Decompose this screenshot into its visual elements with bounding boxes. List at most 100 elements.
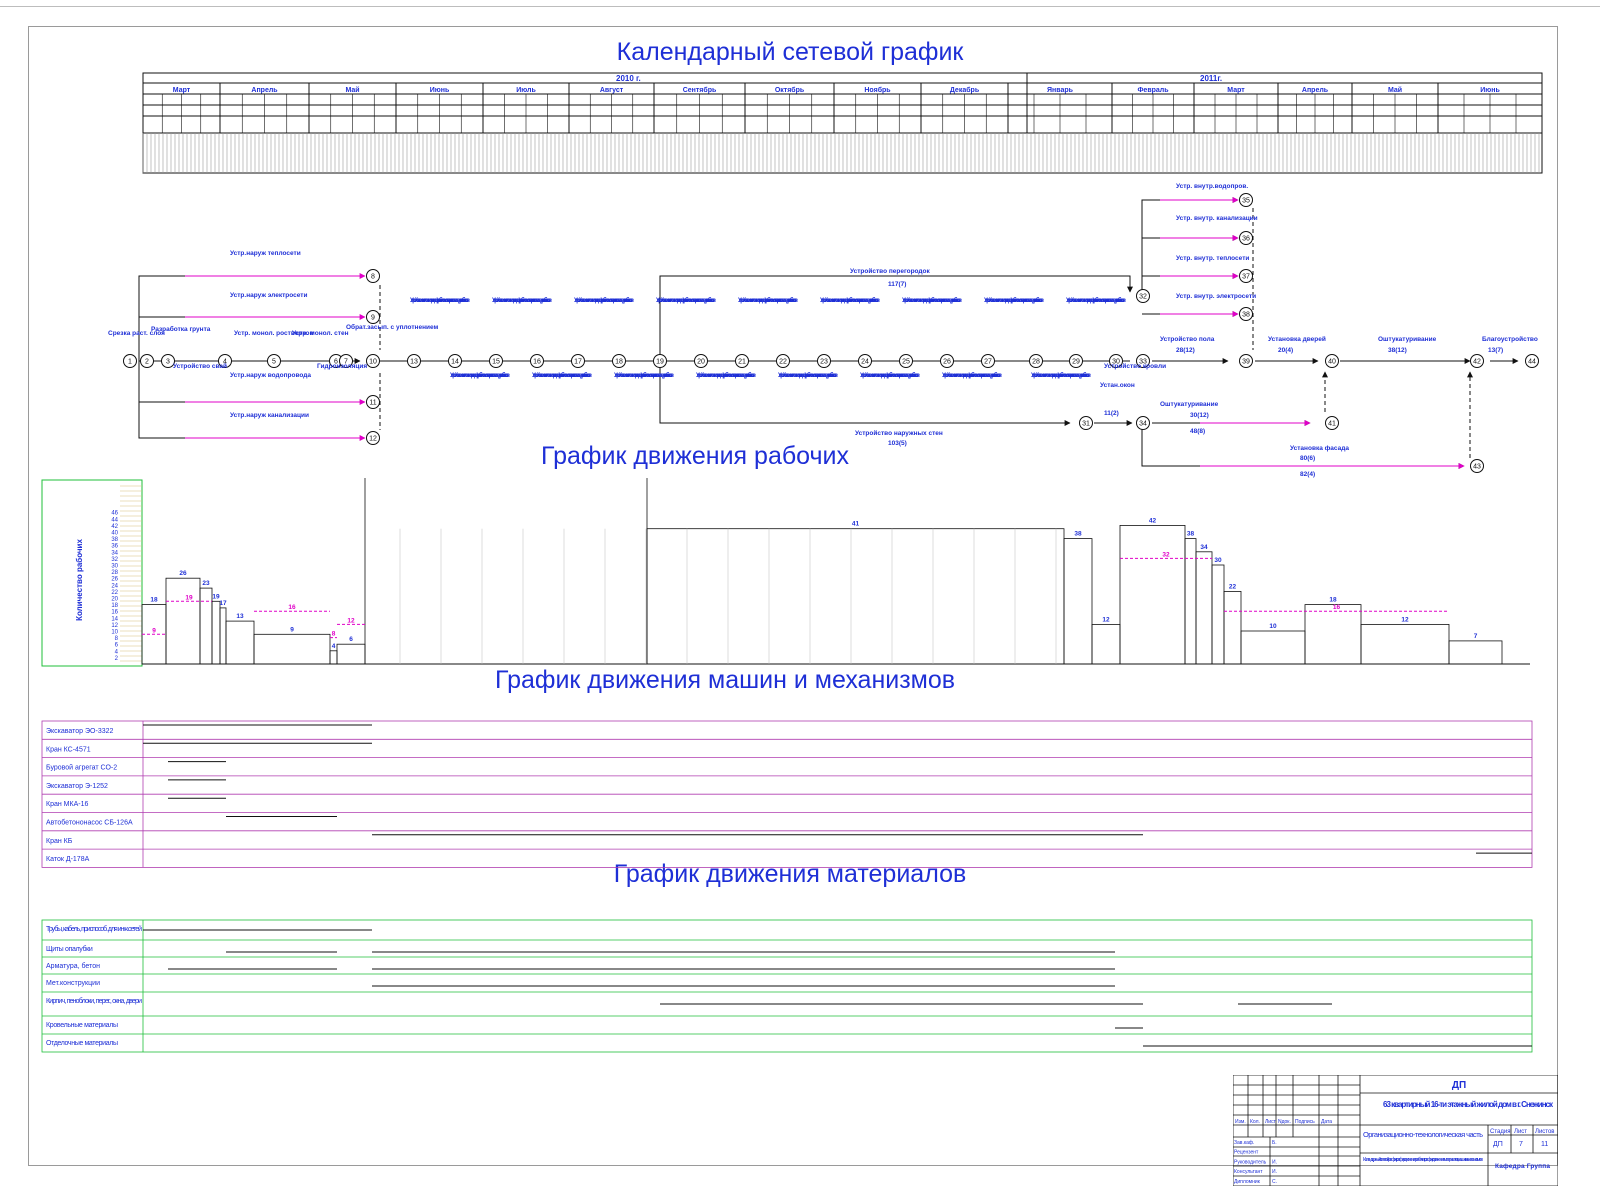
worker-bar-label: 30 (1214, 557, 1222, 564)
label-polov-val: 28(12) (1176, 347, 1195, 354)
stamp-project: 63 квартирный 16-ти этажный жилой дом в … (1383, 1100, 1554, 1109)
stamp-sheet-title: Календарный сетевой график , график движ… (1363, 1156, 1483, 1163)
month-label: Ноябрь (864, 86, 891, 94)
ytick-label: 4 (115, 649, 119, 655)
worker-bar-label: 10 (1269, 623, 1277, 630)
network-node-circle (940, 354, 954, 368)
network-node-label: 38 (1242, 312, 1250, 319)
worker-bar (1304, 604, 1362, 665)
label-teploset: Устр.наруж теплосети (230, 250, 301, 257)
network-labels: Срезка раст. слоя Разработка грунта Устр… (108, 183, 1538, 478)
title-block-grid (1233, 1075, 1558, 1186)
label-vnutr-elektro: Устр. внутр. электросети (1176, 293, 1256, 300)
year-2011: 2011г. (1200, 74, 1222, 83)
stamp-section: Организационно-технологическая часть (1363, 1130, 1483, 1139)
calendar-day-ticks (142, 133, 1540, 173)
network-node-label: 21 (738, 359, 746, 366)
month-label: Март (1227, 87, 1245, 94)
stamp-col-header: Дата (1321, 1119, 1332, 1125)
worker-bar (329, 650, 338, 665)
calendar-week-cells (161, 94, 1517, 133)
stamp-sheet-label: Лист (1514, 1129, 1527, 1135)
worker-pink-label: 16 (288, 604, 296, 611)
floor-work-top: Устройство мон.колонн мон.диафр. мет.бал… (738, 297, 798, 304)
materials-bars (143, 929, 1532, 1047)
ytick-label: 34 (111, 550, 118, 556)
network-node-label: 11 (369, 400, 376, 407)
network-node-label: 29 (1072, 359, 1080, 366)
label-fasad-sub: 82(4) (1300, 471, 1315, 478)
label-blago: Благоустройство (1482, 335, 1538, 343)
network-node-label: 44 (1528, 359, 1536, 366)
title-machines: График движения машин и механизмов (494, 666, 956, 694)
worker-bar-label: 13 (236, 613, 244, 620)
ytick-label: 14 (111, 616, 118, 622)
stamp-role: Консультант (1234, 1169, 1263, 1175)
network-node-label: 4 (223, 359, 227, 366)
worker-pink-label: 12 (347, 617, 355, 624)
stamp-sheets: 11 (1541, 1141, 1548, 1148)
label-shtukatur2: Оштукатуривание (1160, 401, 1219, 408)
workers-yticks: 2468101214161820222426283032343638404244… (111, 511, 118, 662)
workers-ylabel-box (41, 479, 143, 667)
ytick-label: 8 (115, 636, 119, 642)
network-node-label: 16 (533, 359, 541, 366)
worker-bar (1195, 551, 1213, 665)
ytick-label: 26 (111, 577, 118, 583)
stamp-col-header: Nдок. (1278, 1119, 1291, 1125)
month-label: Июнь (430, 87, 450, 94)
network-node-label: 6 (334, 359, 338, 366)
label-polov: Устройство пола (1160, 335, 1215, 343)
ytick-label: 46 (111, 511, 118, 517)
material-label: Трубы, кабель, приспособ. для инж.сетей (46, 925, 142, 933)
network-node-label: 14 (451, 359, 459, 366)
network-node-circle (1525, 354, 1539, 368)
worker-bar-label: 18 (1329, 597, 1337, 604)
network-node-circle (407, 354, 421, 368)
top-border-line (0, 6, 1600, 7)
machines-bars (143, 724, 1532, 854)
floor-work-bottom: Устройство мон.колонн мон.диафр. мет.бал… (860, 372, 920, 379)
network-node-circle (653, 354, 667, 368)
ytick-label: 38 (111, 537, 118, 543)
network-node-label: 8 (371, 274, 375, 281)
worker-bar (199, 587, 213, 665)
worker-bar-label: 38 (1187, 531, 1195, 538)
stamp-role-name: С. (1272, 1179, 1277, 1185)
worker-bar-label: 19 (212, 593, 220, 600)
label-vnutr-kanal: Устр. внутр. канализации (1176, 215, 1258, 222)
network-node-circle (1470, 354, 1484, 368)
ytick-label: 16 (111, 610, 118, 616)
network-node-circle (1109, 354, 1123, 368)
month-label: Декабрь (950, 86, 980, 94)
stamp-role-name: Б. (1272, 1140, 1277, 1146)
network-node-circle (694, 354, 708, 368)
network-node-circle (1079, 416, 1093, 430)
network-node-label: 42 (1473, 359, 1481, 366)
label-svai: Устройство свай (173, 362, 227, 370)
worker-bar-label: 26 (179, 570, 187, 577)
label-shtukatur-val: 38(12) (1388, 347, 1407, 354)
label-gidro: Гидроизоляция (317, 363, 367, 370)
network-node-circle (1239, 269, 1253, 283)
floor-work-top: Устройство мон.колонн мон.диафр. мет.бал… (410, 297, 470, 304)
network-node-label: 32 (1139, 294, 1147, 301)
title-materials: График движения материалов (613, 860, 967, 888)
title-workers: График движения рабочих (540, 442, 850, 470)
month-label: Февраль (1137, 87, 1169, 94)
worker-bar (364, 478, 648, 665)
label-rostverk: Устр. монол. ростверков (234, 330, 313, 337)
network-node-circle (366, 395, 380, 409)
network-node-circle (489, 354, 503, 368)
label-razrab: Разработка грунта (151, 325, 211, 333)
network-node-label: 35 (1242, 198, 1250, 205)
network-node-circle (899, 354, 913, 368)
material-label: Щиты опалубки (46, 945, 93, 953)
label-shtukatur2-sub: 48(8) (1190, 428, 1205, 435)
network-node-label: 18 (615, 359, 623, 366)
network-node-label: 20 (697, 359, 705, 366)
